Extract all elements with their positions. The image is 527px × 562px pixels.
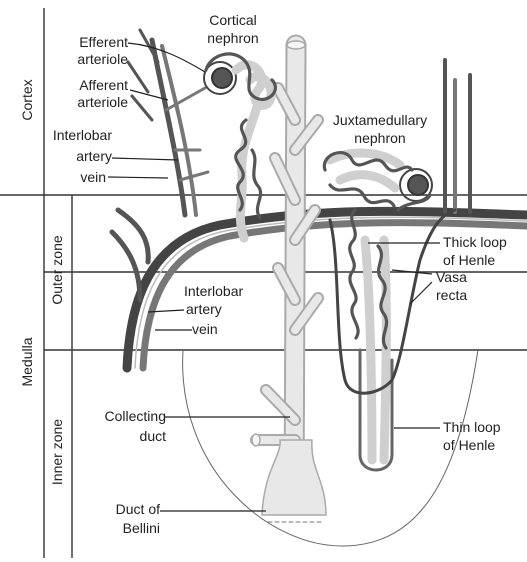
duct-opening-branch (252, 434, 260, 446)
label-efferent-2: arteriole (77, 51, 128, 67)
zone-label-medulla: Medulla (19, 337, 35, 386)
label-cortical-nephron-2: nephron (207, 30, 258, 46)
label-interlobar-top: Interlobar (53, 127, 112, 143)
leader-interlobar-top-artery (112, 158, 178, 160)
label-afferent: Afferent (79, 77, 128, 93)
duct-opening-top (287, 41, 305, 49)
right-vertical-vessels (445, 60, 470, 212)
zone-label-outer: Outer zone (49, 235, 65, 304)
label-vasa-recta: Vasa (436, 269, 467, 285)
label-cortical-nephron: Cortical (209, 12, 256, 28)
cortical-nephron (204, 54, 275, 238)
label-duct-of-bellini-2: Bellini (123, 520, 160, 536)
duct-of-bellini-shape (262, 440, 326, 515)
label-interlobar-mid: Interlobar (184, 283, 243, 299)
label-thick-loop: Thick loop (443, 234, 507, 250)
label-thin-loop-2: of Henle (443, 437, 495, 453)
label-juxtamedullary-2: nephron (354, 130, 405, 146)
label-collecting-duct-2: duct (140, 428, 167, 444)
juxtamedullary-nephron (324, 153, 455, 470)
label-thin-loop: Thin loop (443, 419, 501, 435)
zone-label-cortex: Cortex (19, 79, 35, 120)
label-vasa-recta-2: recta (436, 287, 467, 303)
medulla-pyramid-outline (183, 350, 478, 546)
cortical-vessels (128, 30, 208, 215)
label-thick-loop-2: of Henle (443, 252, 495, 268)
collecting-duct-system (252, 41, 326, 522)
label-collecting-duct: Collecting (105, 408, 166, 424)
label-interlobar-top-artery: artery (76, 148, 112, 164)
zone-label-inner: Inner zone (49, 419, 65, 485)
label-interlobar-top-vein: vein (80, 169, 106, 185)
label-juxtamedullary: Juxtamedullary (333, 112, 427, 128)
cortical-glomerulus (212, 68, 232, 88)
label-duct-of-bellini: Duct of (116, 501, 160, 517)
label-interlobar-mid-vein: vein (192, 321, 218, 337)
label-afferent-2: arteriole (77, 94, 128, 110)
leader-interlobar-top-vein (108, 177, 168, 178)
label-efferent: Efferent (79, 34, 128, 50)
juxta-glomerulus (408, 175, 428, 195)
label-interlobar-mid-artery: artery (186, 301, 222, 317)
